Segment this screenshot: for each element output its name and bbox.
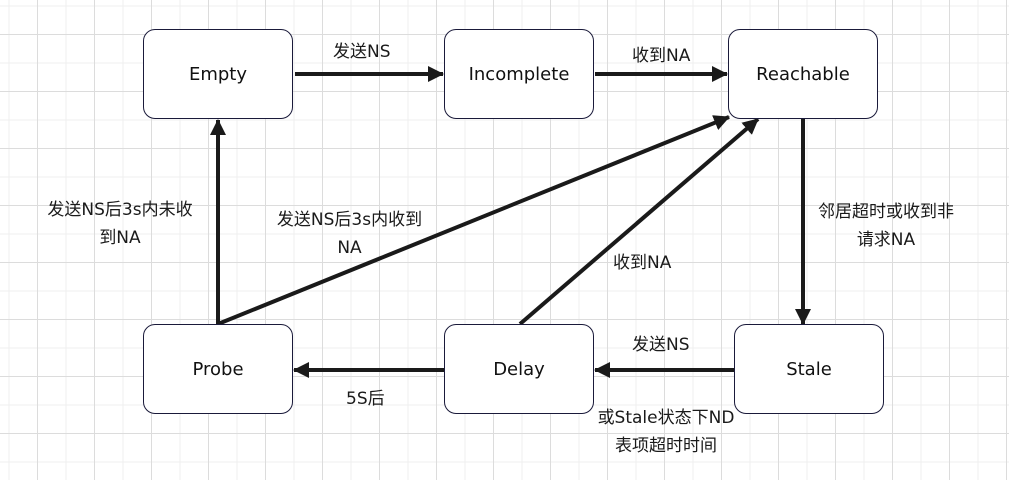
edge-label-stale-to-delay: 发送NS bbox=[632, 335, 690, 355]
edge-label-line: 请求NA bbox=[856, 230, 916, 250]
state-reachable-label: Reachable bbox=[756, 63, 850, 85]
edge-label-line: NA bbox=[337, 238, 362, 258]
state-empty[interactable]: Empty bbox=[143, 29, 293, 119]
edge-delay-to-reachable[interactable] bbox=[518, 117, 760, 326]
edge-label-line: 到NA bbox=[99, 228, 141, 248]
edge-label-delay-to-probe: 5S后 bbox=[346, 389, 385, 409]
edge-probe-to-reachable[interactable] bbox=[217, 115, 730, 326]
state-probe[interactable]: Probe bbox=[143, 324, 293, 414]
edge-label-reachable-to-stale: 邻居超时或收到非 请求NA bbox=[806, 198, 966, 254]
edge-label-probe-to-empty: 发送NS后3s内未收 到NA bbox=[35, 196, 205, 252]
edge-label-line: 表项超时时间 bbox=[615, 436, 717, 456]
edge-label-probe-to-reachable: 发送NS后3s内收到 NA bbox=[262, 206, 437, 262]
state-delay-label: Delay bbox=[493, 358, 545, 380]
edge-label-line: 发送NS后3s内未收 bbox=[47, 200, 193, 220]
edge-label-empty-to-incomplete: 发送NS bbox=[333, 42, 391, 62]
state-probe-label: Probe bbox=[192, 358, 244, 380]
state-reachable[interactable]: Reachable bbox=[728, 29, 878, 119]
state-incomplete-label: Incomplete bbox=[468, 63, 570, 85]
state-stale-label: Stale bbox=[786, 358, 832, 380]
edge-label-incomplete-to-reachable: 收到NA bbox=[632, 46, 691, 66]
edge-label-line: 或Stale状态下ND bbox=[597, 408, 735, 428]
state-delay[interactable]: Delay bbox=[444, 324, 594, 414]
edge-label-delay-to-reachable: 收到NA bbox=[613, 253, 672, 273]
edge-label-line: 发送NS后3s内收到 bbox=[276, 210, 423, 230]
state-incomplete[interactable]: Incomplete bbox=[444, 29, 594, 119]
state-empty-label: Empty bbox=[188, 63, 248, 85]
state-stale[interactable]: Stale bbox=[734, 324, 884, 414]
edge-label-line: 邻居超时或收到非 bbox=[818, 202, 954, 222]
edge-label-stale-to-delay-note: 或Stale状态下ND 表项超时时间 bbox=[588, 404, 744, 460]
